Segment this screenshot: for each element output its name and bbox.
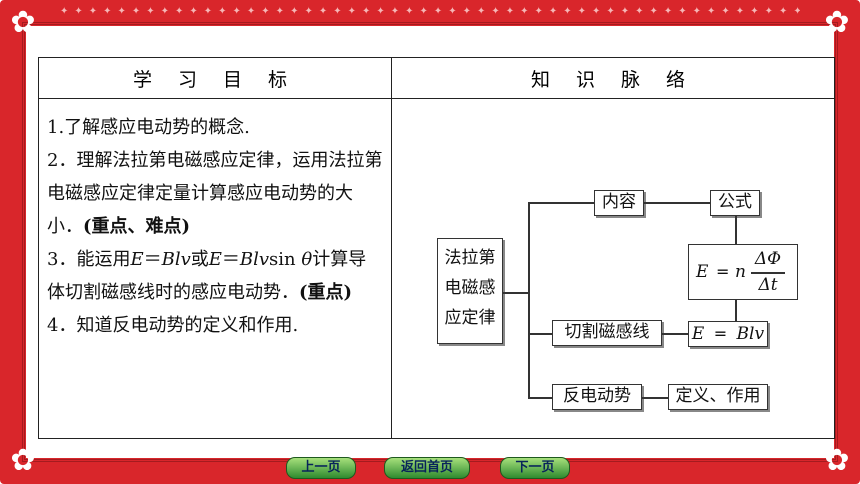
connector <box>528 333 552 335</box>
header-learning-objectives: 学 习 目 标 <box>38 57 392 99</box>
faraday-formula-box: E = n ΔΦ Δt <box>688 244 798 300</box>
connector <box>662 333 688 335</box>
header-knowledge-map: 知 识 脉 络 <box>391 57 835 99</box>
connector <box>642 397 668 399</box>
knowledge-map-cell: 法拉第 电磁感 应定律 内容 公式 <box>391 98 835 439</box>
objectives-table: 学 习 目 标 知 识 脉 络 1.了解感应电动势的概念. 2．理解法拉第电磁感… <box>38 57 835 439</box>
objective-1: 1.了解感应电动势的概念. <box>47 117 250 138</box>
connector <box>503 292 528 294</box>
emphasis-key: (重点) <box>299 282 353 303</box>
objective-4: 4．知道反电动势的定义和作用. <box>47 315 299 336</box>
cutting-node: 切割磁感线 <box>552 320 662 346</box>
emphasis-key-difficult: (重点、难点) <box>83 216 191 237</box>
objectives-cell: 1.了解感应电动势的概念. 2．理解法拉第电磁感应定律，运用法拉第电磁感应定律定… <box>38 98 392 439</box>
root-node: 法拉第 电磁感 应定律 <box>437 238 503 344</box>
connector <box>735 216 737 244</box>
connector <box>528 202 594 204</box>
connector <box>528 202 530 398</box>
connector <box>644 202 710 204</box>
flower-ornament-icon: ✿ <box>10 443 36 478</box>
next-page-button[interactable]: 下一页 <box>500 457 570 479</box>
connector <box>528 397 552 399</box>
objective-2: 2．理解法拉第电磁感应定律，运用法拉第电磁感应定律定量计算感应电动势的大小．(重… <box>47 150 383 237</box>
formula-label-node: 公式 <box>710 190 760 216</box>
objective-3: 3．能运用E＝Blv或E＝Blvsin θ计算导体切割磁感线时的感应电动势．(重… <box>47 249 367 303</box>
definition-node: 定义、作用 <box>668 384 768 410</box>
content-node: 内容 <box>594 190 644 216</box>
flower-ornament-icon: ✿ <box>824 5 850 40</box>
prev-page-button[interactable]: 上一页 <box>286 457 356 479</box>
connector <box>735 300 737 321</box>
back-emf-node: 反电动势 <box>552 384 642 410</box>
knowledge-map-diagram: 法拉第 电磁感 应定律 内容 公式 <box>392 99 835 439</box>
blv-formula-box: E = Blv <box>688 321 768 347</box>
flower-ornament-icon: ✿ <box>10 5 36 40</box>
frame-pattern: ✦✦✦✦✦✦✦✦✦✦✦✦✦✦✦✦✦✦✦✦✦✦✦✦✦✦✦✦✦✦✦✦✦✦✦✦✦✦✦✦… <box>60 6 800 17</box>
slide-content: 学 习 目 标 知 识 脉 络 1.了解感应电动势的概念. 2．理解法拉第电磁感… <box>38 57 835 439</box>
home-button[interactable]: 返回首页 <box>384 457 470 479</box>
flower-ornament-icon: ✿ <box>824 443 850 478</box>
